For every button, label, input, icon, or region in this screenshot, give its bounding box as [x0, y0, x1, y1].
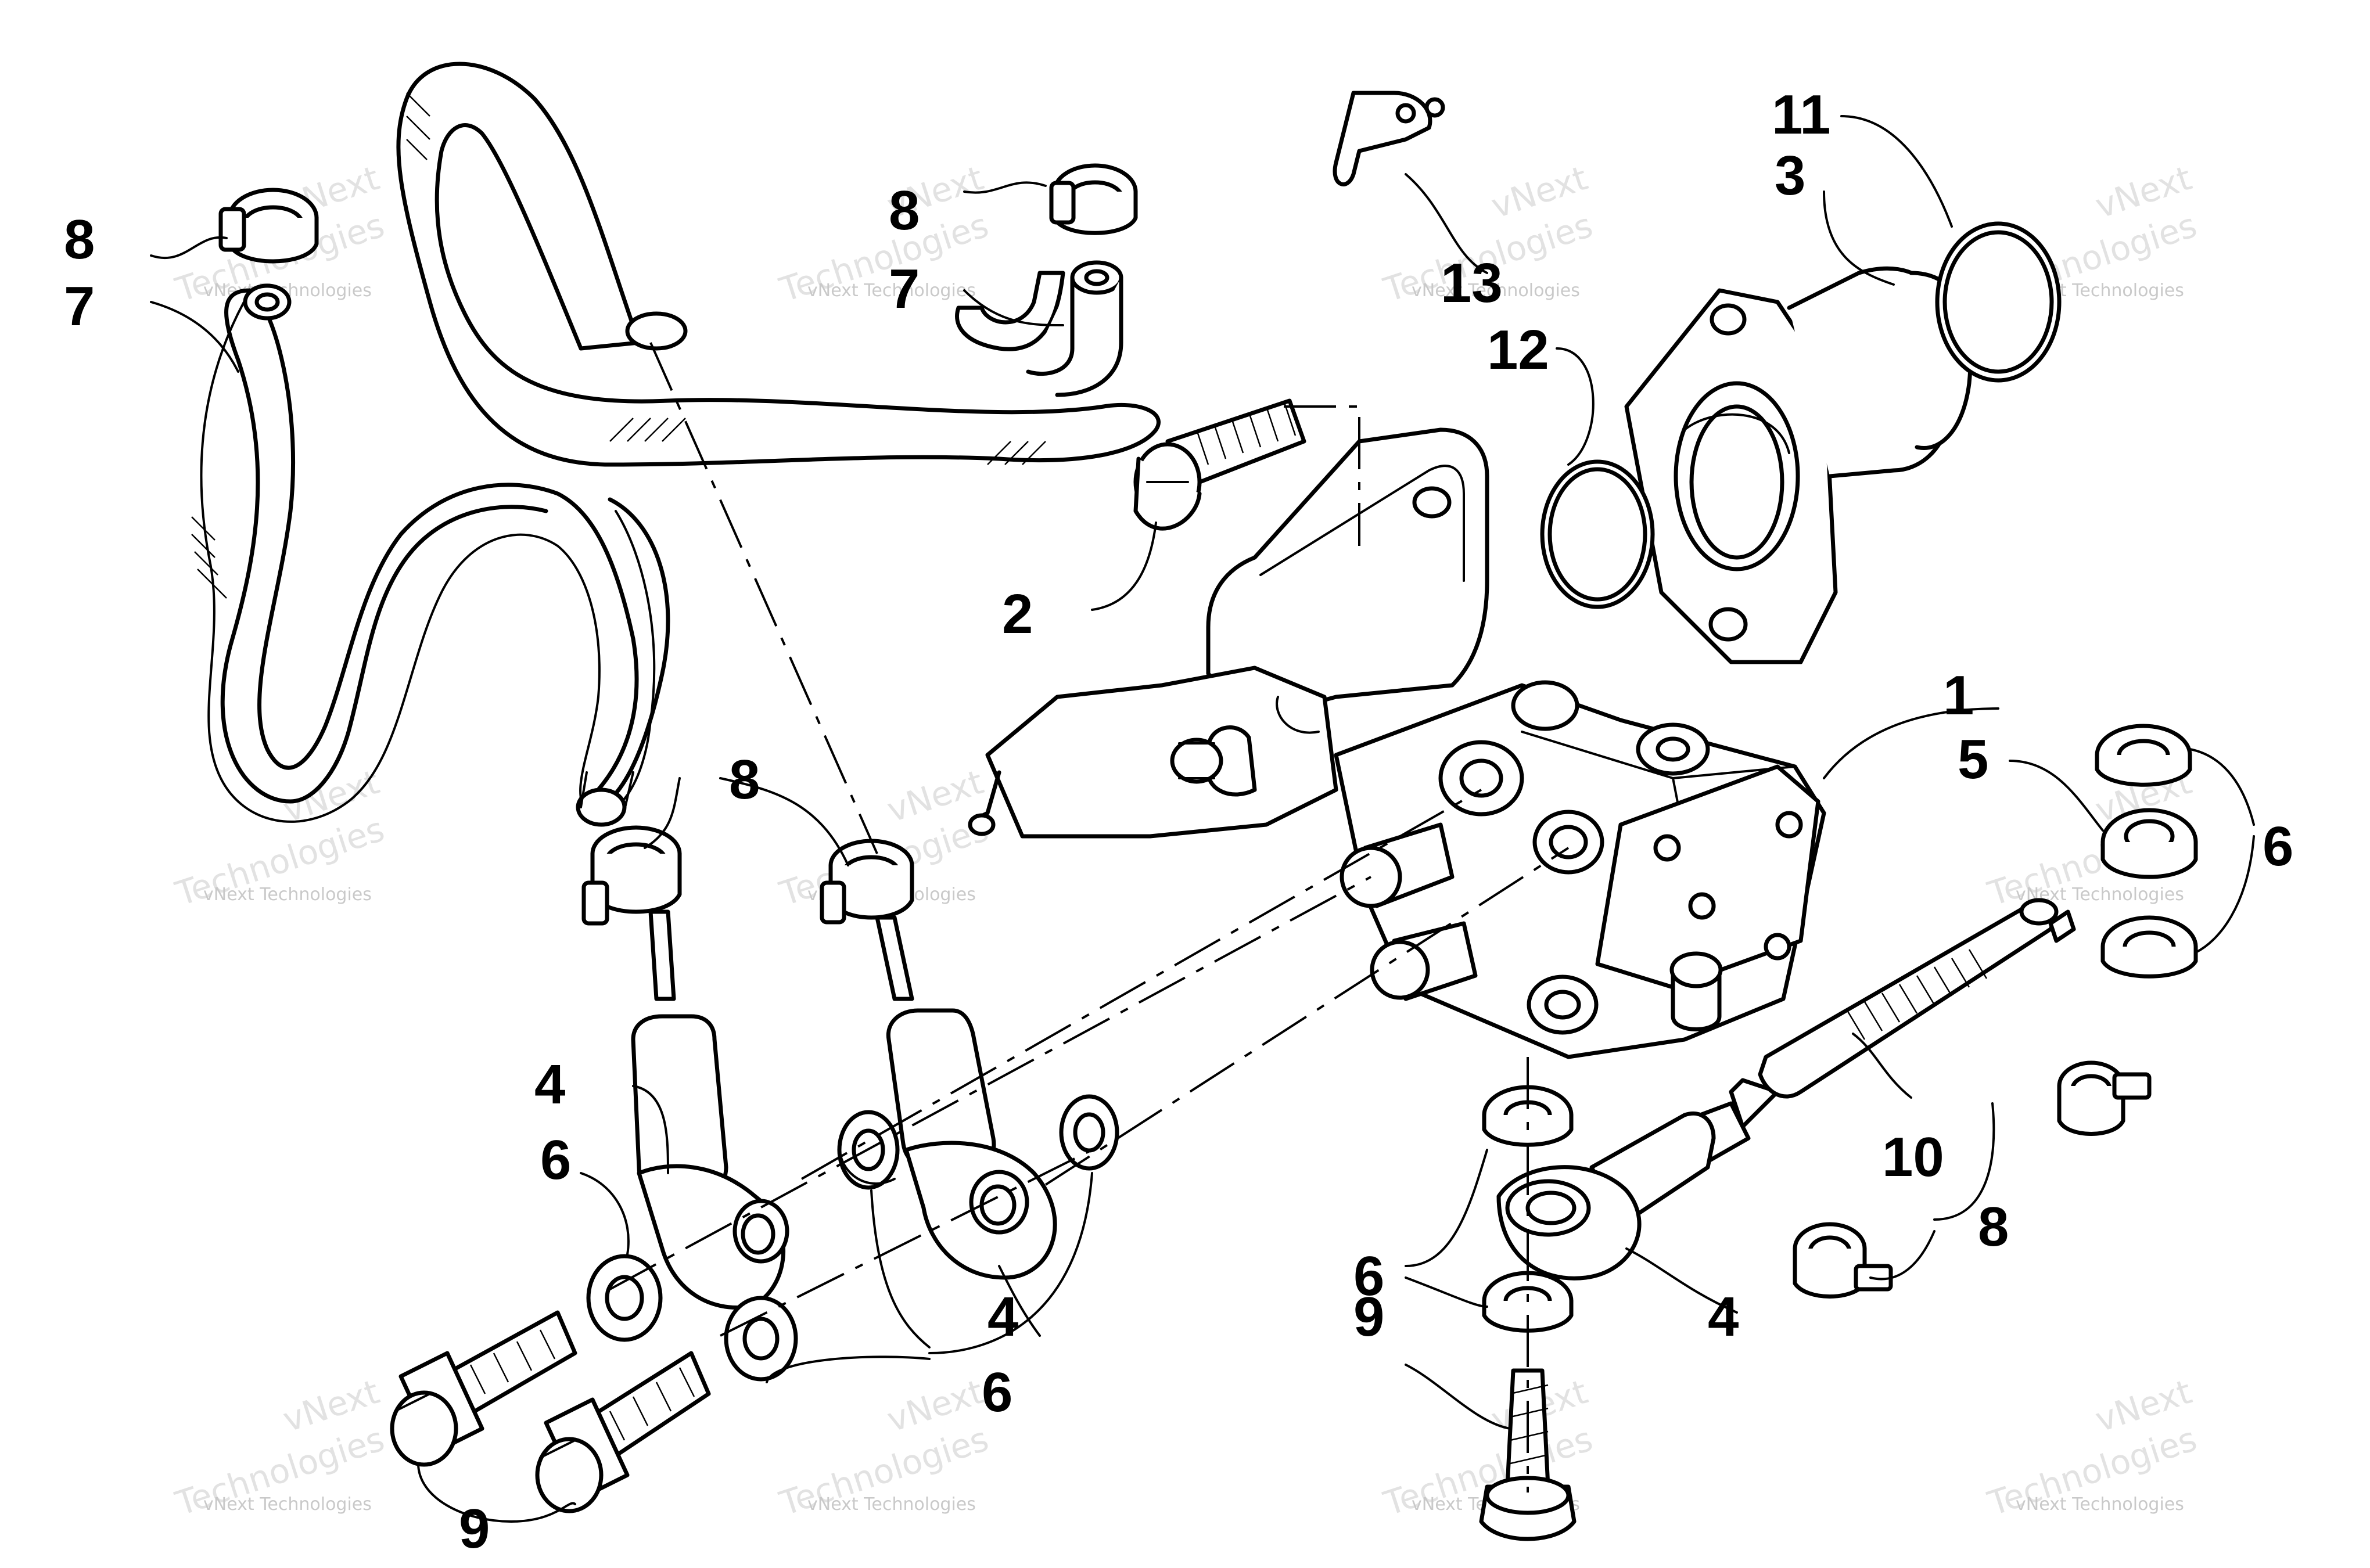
- watermark-small: vNext Technologies: [203, 1494, 372, 1515]
- oil-pump-assembly: [1334, 680, 1826, 1059]
- callout-8-center: 8: [889, 179, 920, 242]
- callout-4-center: 4: [988, 1286, 1018, 1348]
- washer-left-d: [724, 1296, 798, 1382]
- banjo-fitting-center: [875, 915, 1057, 1280]
- hose-clamp-top-left: [218, 188, 319, 264]
- callout-7-center: 7: [889, 258, 920, 320]
- union-fitting: [2100, 808, 2198, 879]
- callout-11: 11: [1772, 84, 1830, 146]
- callout-8-middle: 8: [729, 749, 760, 811]
- callout-9-left: 9: [459, 1498, 490, 1560]
- callout-6-bottom: 6: [982, 1361, 1012, 1423]
- hose-clamp-right-lower: [1793, 1222, 1893, 1299]
- callout-6-left: 6: [540, 1129, 571, 1191]
- callout-3: 3: [1775, 145, 1805, 207]
- washer-left-c: [586, 1254, 663, 1342]
- watermark-small: vNext Technologies: [807, 280, 976, 301]
- watermark-small: vNext Technologies: [1412, 280, 1580, 301]
- washer-right-top: [2095, 724, 2192, 787]
- pump-housing: [968, 427, 1489, 839]
- callout-12: 12: [1487, 319, 1549, 381]
- callout-2: 2: [1002, 583, 1033, 645]
- assembly-lines: [609, 342, 1570, 1493]
- o-ring-small: [1540, 459, 1655, 609]
- callout-4-left: 4: [534, 1053, 565, 1116]
- hose-clamp-top-center: [1049, 163, 1138, 235]
- hose-clamp-middle-left: [581, 825, 682, 926]
- washer-left-b: [1059, 1094, 1119, 1171]
- callout-1: 1: [1943, 664, 1974, 727]
- callout-6-right: 6: [2263, 815, 2293, 877]
- callout-5: 5: [1958, 728, 1988, 790]
- callout-13: 13: [1441, 252, 1503, 314]
- banjo-bolt-left-b: [535, 1351, 711, 1513]
- callout-9-center: 9: [1353, 1286, 1384, 1348]
- callout-8-left: 8: [64, 208, 95, 271]
- watermark-small: vNext Technologies: [807, 1494, 976, 1515]
- long-hose: [191, 62, 1161, 827]
- callout-6-center: 6: [1353, 1245, 1384, 1307]
- hose-clamp-right-upper: [2057, 1060, 2152, 1136]
- washer-right-bottom: [2100, 915, 2198, 979]
- o-ring-large: [1935, 221, 2062, 383]
- housing-cover: [1624, 266, 1973, 664]
- watermark-small: vNext Technologies: [203, 884, 372, 905]
- cable-clip: [1333, 91, 1445, 186]
- fuel-filter-hose: [1758, 898, 2076, 1099]
- short-hose: [955, 260, 1123, 397]
- callout-10: 10: [1882, 1126, 1944, 1188]
- mounting-bolt: [1133, 398, 1306, 531]
- banjo-fitting-left: [631, 909, 789, 1310]
- callout-7-left: 7: [64, 275, 95, 337]
- callout-labels: 1 2 3 4 4 4 4 5 6 6 6 6 7 7 8 8 8 8 9 9 …: [64, 84, 2293, 1560]
- leader-lines: [150, 115, 2255, 1523]
- callout-4-right: 4: [1708, 1286, 1739, 1348]
- watermark-small: vNext Technologies: [2016, 1494, 2184, 1515]
- callout-8-right: 8: [1978, 1196, 2009, 1258]
- hose-clamp-middle-center: [820, 839, 914, 925]
- banjo-bolt-left-a: [390, 1310, 577, 1467]
